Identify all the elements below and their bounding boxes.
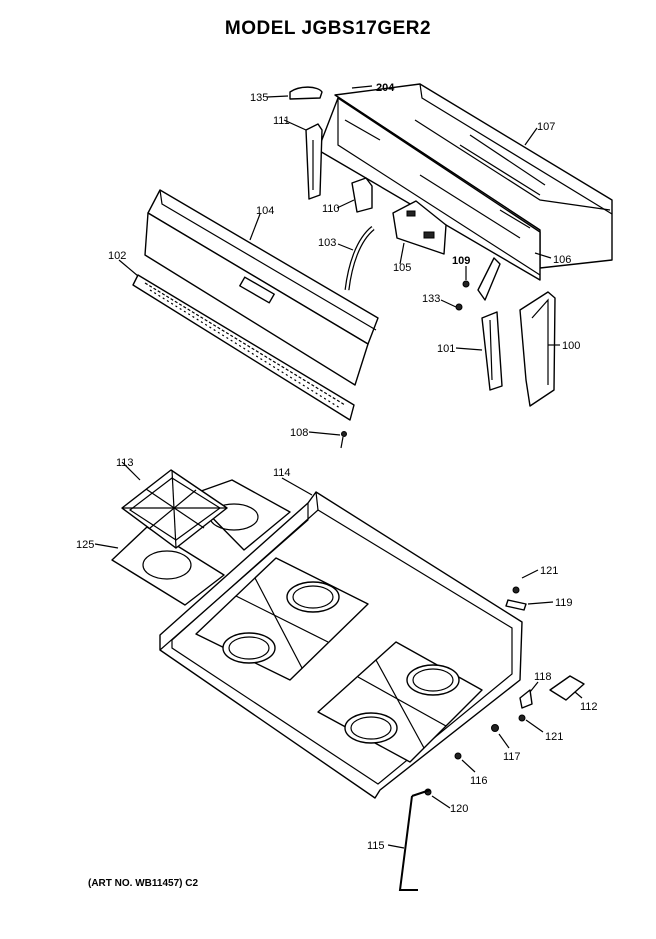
label-121a: 121 [540, 565, 558, 577]
part-104-panel [144, 189, 379, 386]
label-109: 109 [452, 255, 470, 267]
label-101: 101 [437, 343, 455, 355]
label-115: 115 [367, 840, 385, 852]
part-105-shape [392, 200, 447, 255]
backsplash-assembly [317, 83, 613, 281]
part-135-shape [289, 86, 323, 100]
label-133: 133 [422, 293, 440, 305]
label-103: 103 [318, 237, 336, 249]
label-113: 113 [116, 457, 134, 469]
label-125: 125 [76, 539, 94, 551]
part-111-shape [305, 123, 323, 200]
part-125-pans [111, 479, 291, 606]
part-102-trim [132, 274, 355, 421]
label-121b: 121 [545, 731, 563, 743]
part-100-shape [519, 291, 556, 407]
label-112: 112 [580, 701, 598, 713]
part-112-shape [549, 675, 585, 701]
label-114: 114 [273, 467, 291, 479]
label-117: 117 [503, 751, 521, 763]
label-108: 108 [290, 427, 308, 439]
label-102: 102 [108, 250, 126, 262]
label-116: 116 [470, 775, 488, 787]
label-118: 118 [534, 671, 552, 683]
label-106: 106 [553, 254, 571, 266]
part-113-grate [121, 469, 228, 549]
part-114-cooktop [159, 491, 523, 799]
label-135: 135 [250, 92, 268, 104]
part-101-shape [481, 311, 503, 391]
label-204: 204 [376, 82, 395, 94]
label-100: 100 [562, 340, 580, 352]
art-number: (ART NO. WB11457) C2 [88, 878, 199, 889]
model-title: MODEL JGBS17GER2 [224, 18, 432, 39]
part-110-shape [351, 177, 373, 213]
label-111: 111 [273, 115, 290, 127]
label-104: 104 [256, 205, 274, 217]
label-110: 110 [322, 203, 340, 215]
label-119: 119 [555, 597, 573, 609]
part-labels: 135 204 107 111 104 110 103 105 109 106 … [76, 82, 598, 852]
leader-lines [94, 85, 583, 849]
label-107: 107 [537, 121, 555, 133]
label-105: 105 [393, 262, 411, 274]
label-120: 120 [450, 803, 468, 815]
